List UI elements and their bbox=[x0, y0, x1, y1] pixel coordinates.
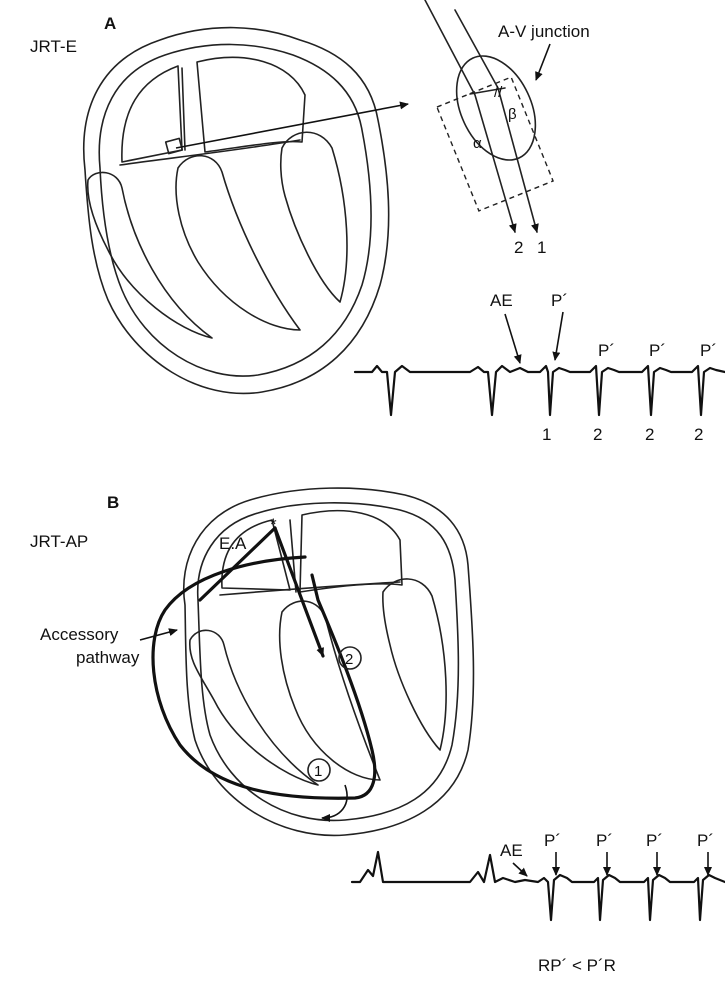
ecg-a-p-label-2: P´ bbox=[598, 341, 615, 360]
panel-a-title: JRT-E bbox=[30, 37, 77, 56]
ecg-b-p-label-3: P´ bbox=[646, 831, 663, 850]
heart-a-drawing bbox=[84, 28, 389, 394]
ecg-b-ae-label: AE bbox=[500, 841, 523, 860]
ea-star: * bbox=[270, 515, 277, 534]
panel-b-title: JRT-AP bbox=[30, 532, 88, 551]
rp-caption: RP´ < P´R bbox=[538, 956, 616, 975]
ecg-b-p-label-1: P´ bbox=[544, 831, 561, 850]
ecg-strip-b: AE P´ P´ P´ P´ bbox=[352, 831, 725, 920]
path-2-label: 2 bbox=[514, 238, 523, 257]
apex-exit-arrow bbox=[322, 785, 347, 818]
av-junction-inset: A-V junction // β α 2 1 bbox=[425, 0, 590, 257]
accessory-label-line-2: pathway bbox=[76, 648, 140, 667]
ecg-a-beat-2: 2 bbox=[593, 425, 602, 444]
av-junction-label: A-V junction bbox=[498, 22, 590, 41]
ecg-b-p-label-4: P´ bbox=[697, 831, 714, 850]
ecg-b-p-label-2: P´ bbox=[596, 831, 613, 850]
panel-b: B JRT-AP E.A * 2 1 Accessory pathway bbox=[30, 488, 725, 975]
ecg-strip-a: AE P´ P´ P´ P´ 1 2 2 2 bbox=[355, 291, 725, 444]
ecg-a-beat-3: 2 bbox=[645, 425, 654, 444]
ecg-a-p-label-3: P´ bbox=[649, 341, 666, 360]
ecg-a-ae-label: AE bbox=[490, 291, 513, 310]
circle-1-label: 1 bbox=[314, 763, 322, 780]
panel-b-letter: B bbox=[107, 493, 119, 512]
alpha-symbol: α bbox=[473, 135, 482, 152]
circle-2-label: 2 bbox=[345, 651, 353, 668]
ecg-a-p-label-1: P´ bbox=[551, 291, 568, 310]
path-1-label: 1 bbox=[537, 238, 546, 257]
ecg-a-beat-1: 1 bbox=[542, 425, 551, 444]
ecg-a-beat-4: 2 bbox=[694, 425, 703, 444]
ea-label: E.A bbox=[219, 534, 247, 553]
svg-text://: // bbox=[494, 84, 503, 101]
ecg-a-p-label-4: P´ bbox=[700, 341, 717, 360]
panel-a-letter: A bbox=[104, 14, 116, 33]
accessory-label-line-1: Accessory bbox=[40, 625, 119, 644]
beta-symbol: β bbox=[508, 106, 517, 123]
panel-a: A JRT-E A-V junction bbox=[30, 0, 725, 444]
